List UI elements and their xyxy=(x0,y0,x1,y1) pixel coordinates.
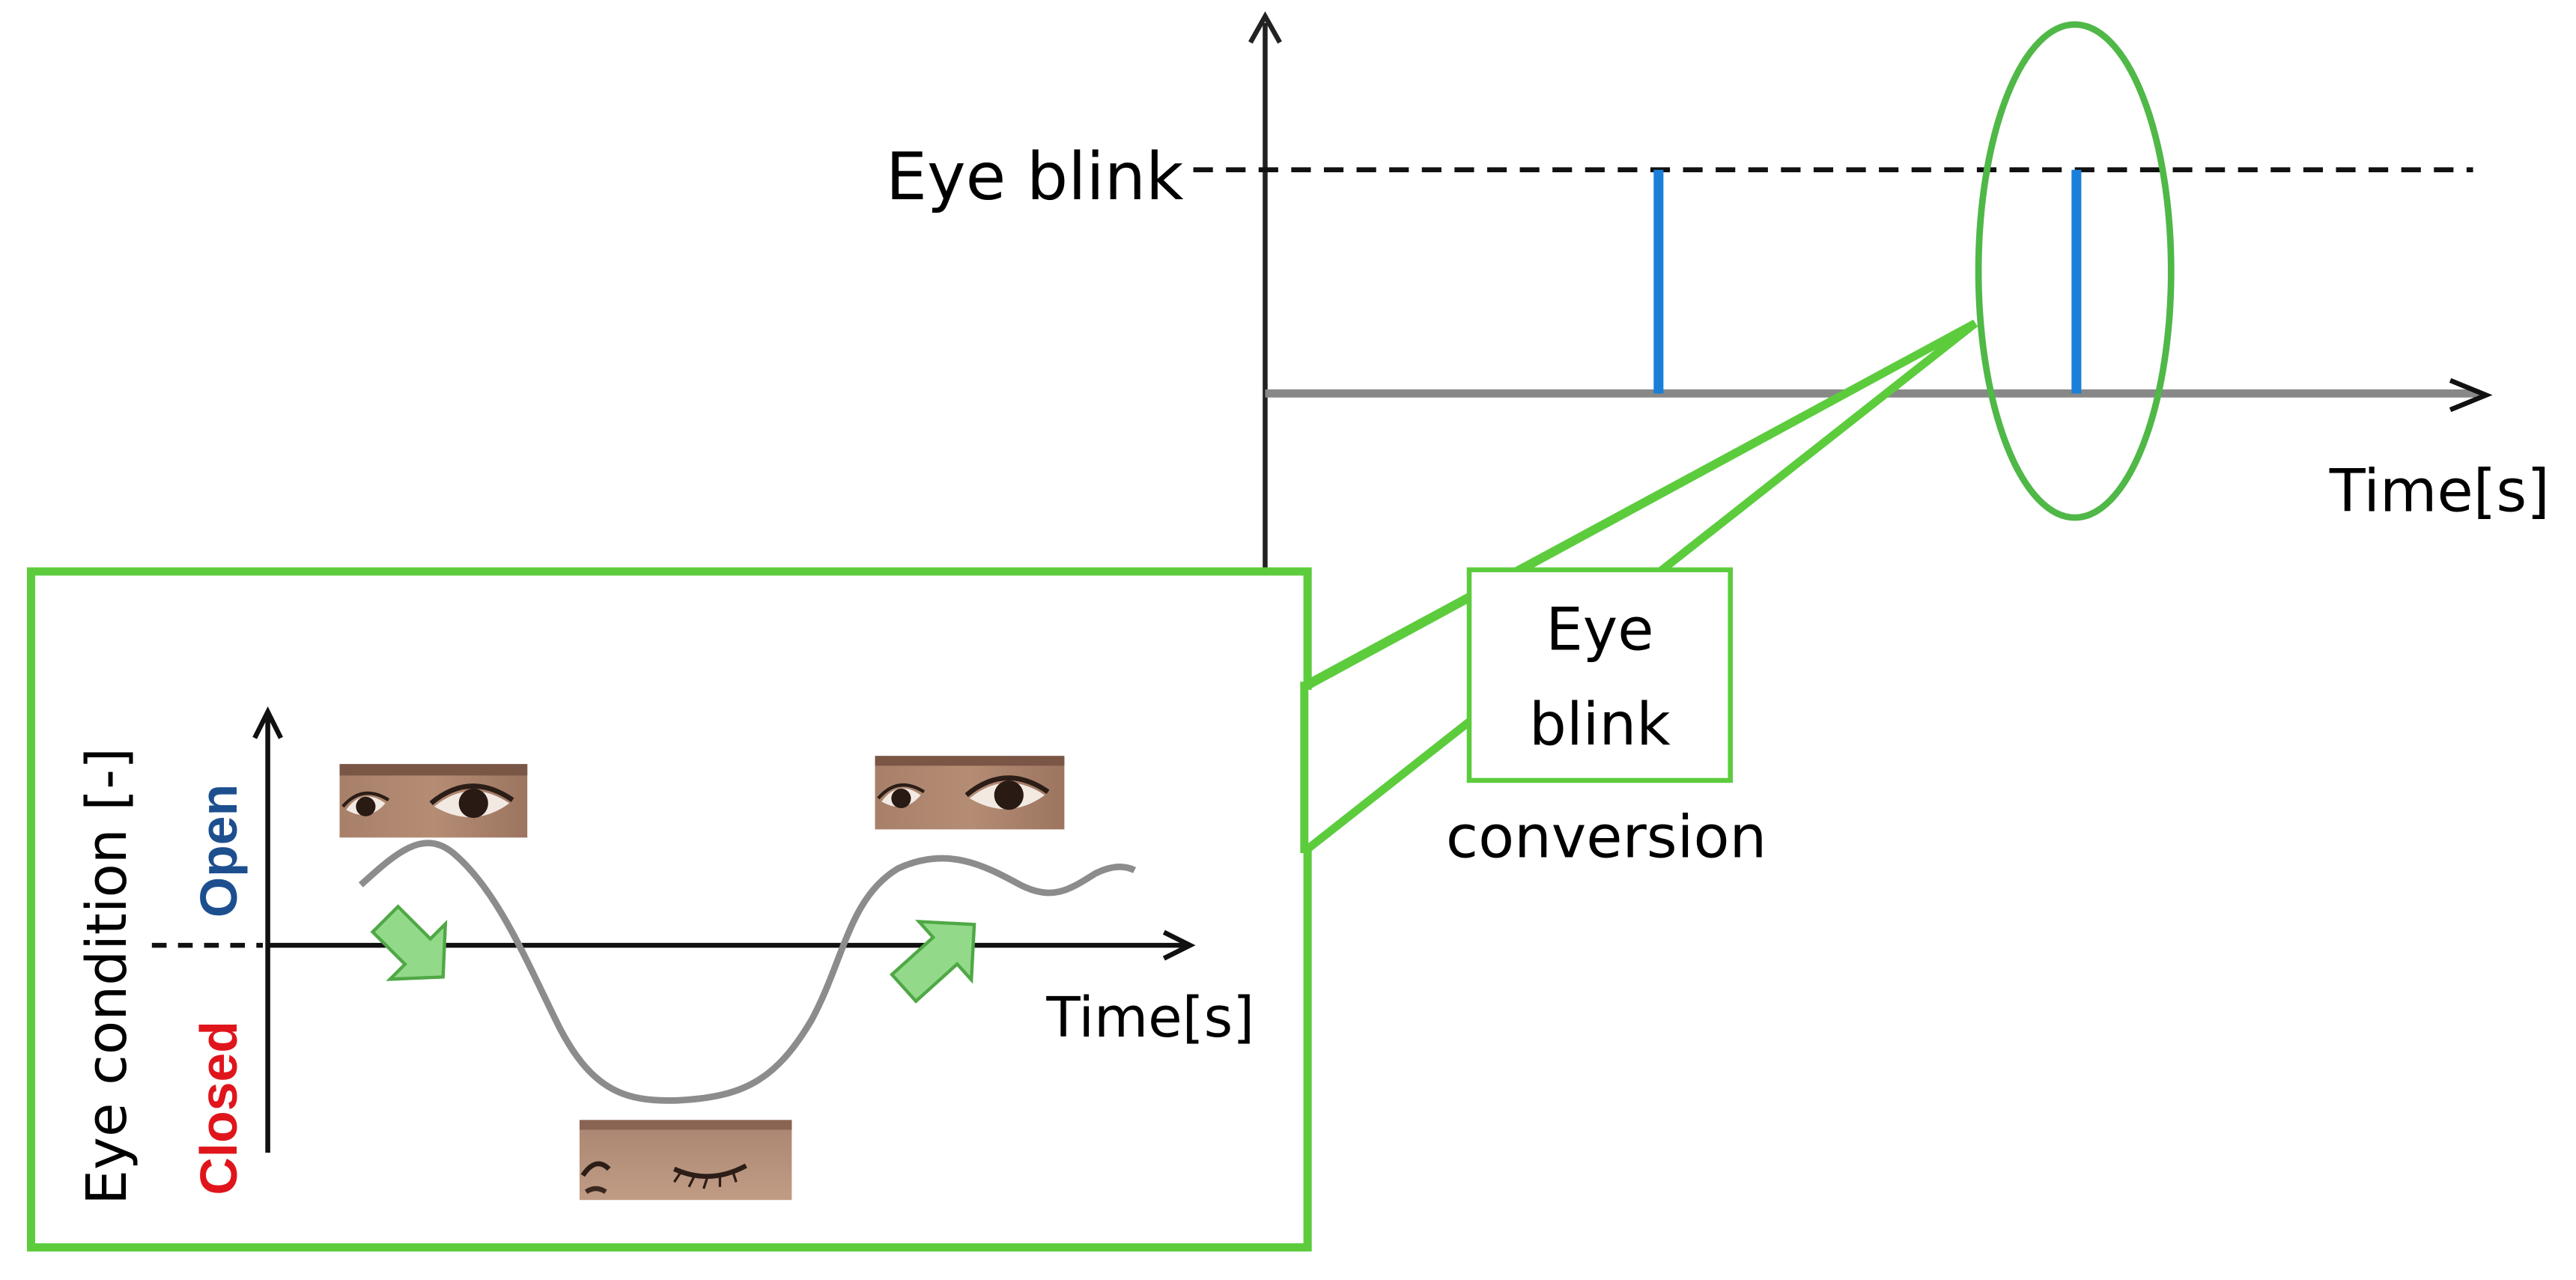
inset-y-arrowhead xyxy=(252,706,283,739)
top-chart-y-arrowhead xyxy=(1248,11,1282,44)
open-eye-photo-2 xyxy=(875,756,1065,830)
closed-label: Closed xyxy=(189,1021,248,1195)
conversion-callout: Eye blink conversion xyxy=(1446,567,1767,871)
conversion-box-line2: blink xyxy=(1529,690,1671,759)
closing-arrow xyxy=(370,904,448,981)
top-chart: Eye blink Time[s] xyxy=(886,11,2550,601)
top-chart-x-arrowhead xyxy=(2449,377,2493,413)
opening-arrow xyxy=(889,920,976,1004)
inset-y-axis-label: Eye condition [-] xyxy=(75,747,139,1205)
top-chart-x-axis-label: Time[s] xyxy=(2329,456,2550,525)
inset-x-axis-label: Time[s] xyxy=(1045,986,1254,1050)
open-eye-photo-1 xyxy=(339,764,528,838)
blink-highlight-ellipse xyxy=(1975,21,2175,521)
open-label: Open xyxy=(189,784,248,917)
conversion-box-line1: Eye xyxy=(1546,595,1653,664)
conversion-box xyxy=(1466,567,1734,783)
conversion-caption: conversion xyxy=(1446,802,1767,871)
inset-chart: Eye condition [-] Open Closed Time[s] xyxy=(75,706,1254,1205)
eye-condition-curve xyxy=(358,840,1137,1104)
inset-x-arrowhead xyxy=(1162,929,1196,961)
closed-eye-photo xyxy=(579,1120,792,1201)
blink-level-label: Eye blink xyxy=(886,139,1184,215)
